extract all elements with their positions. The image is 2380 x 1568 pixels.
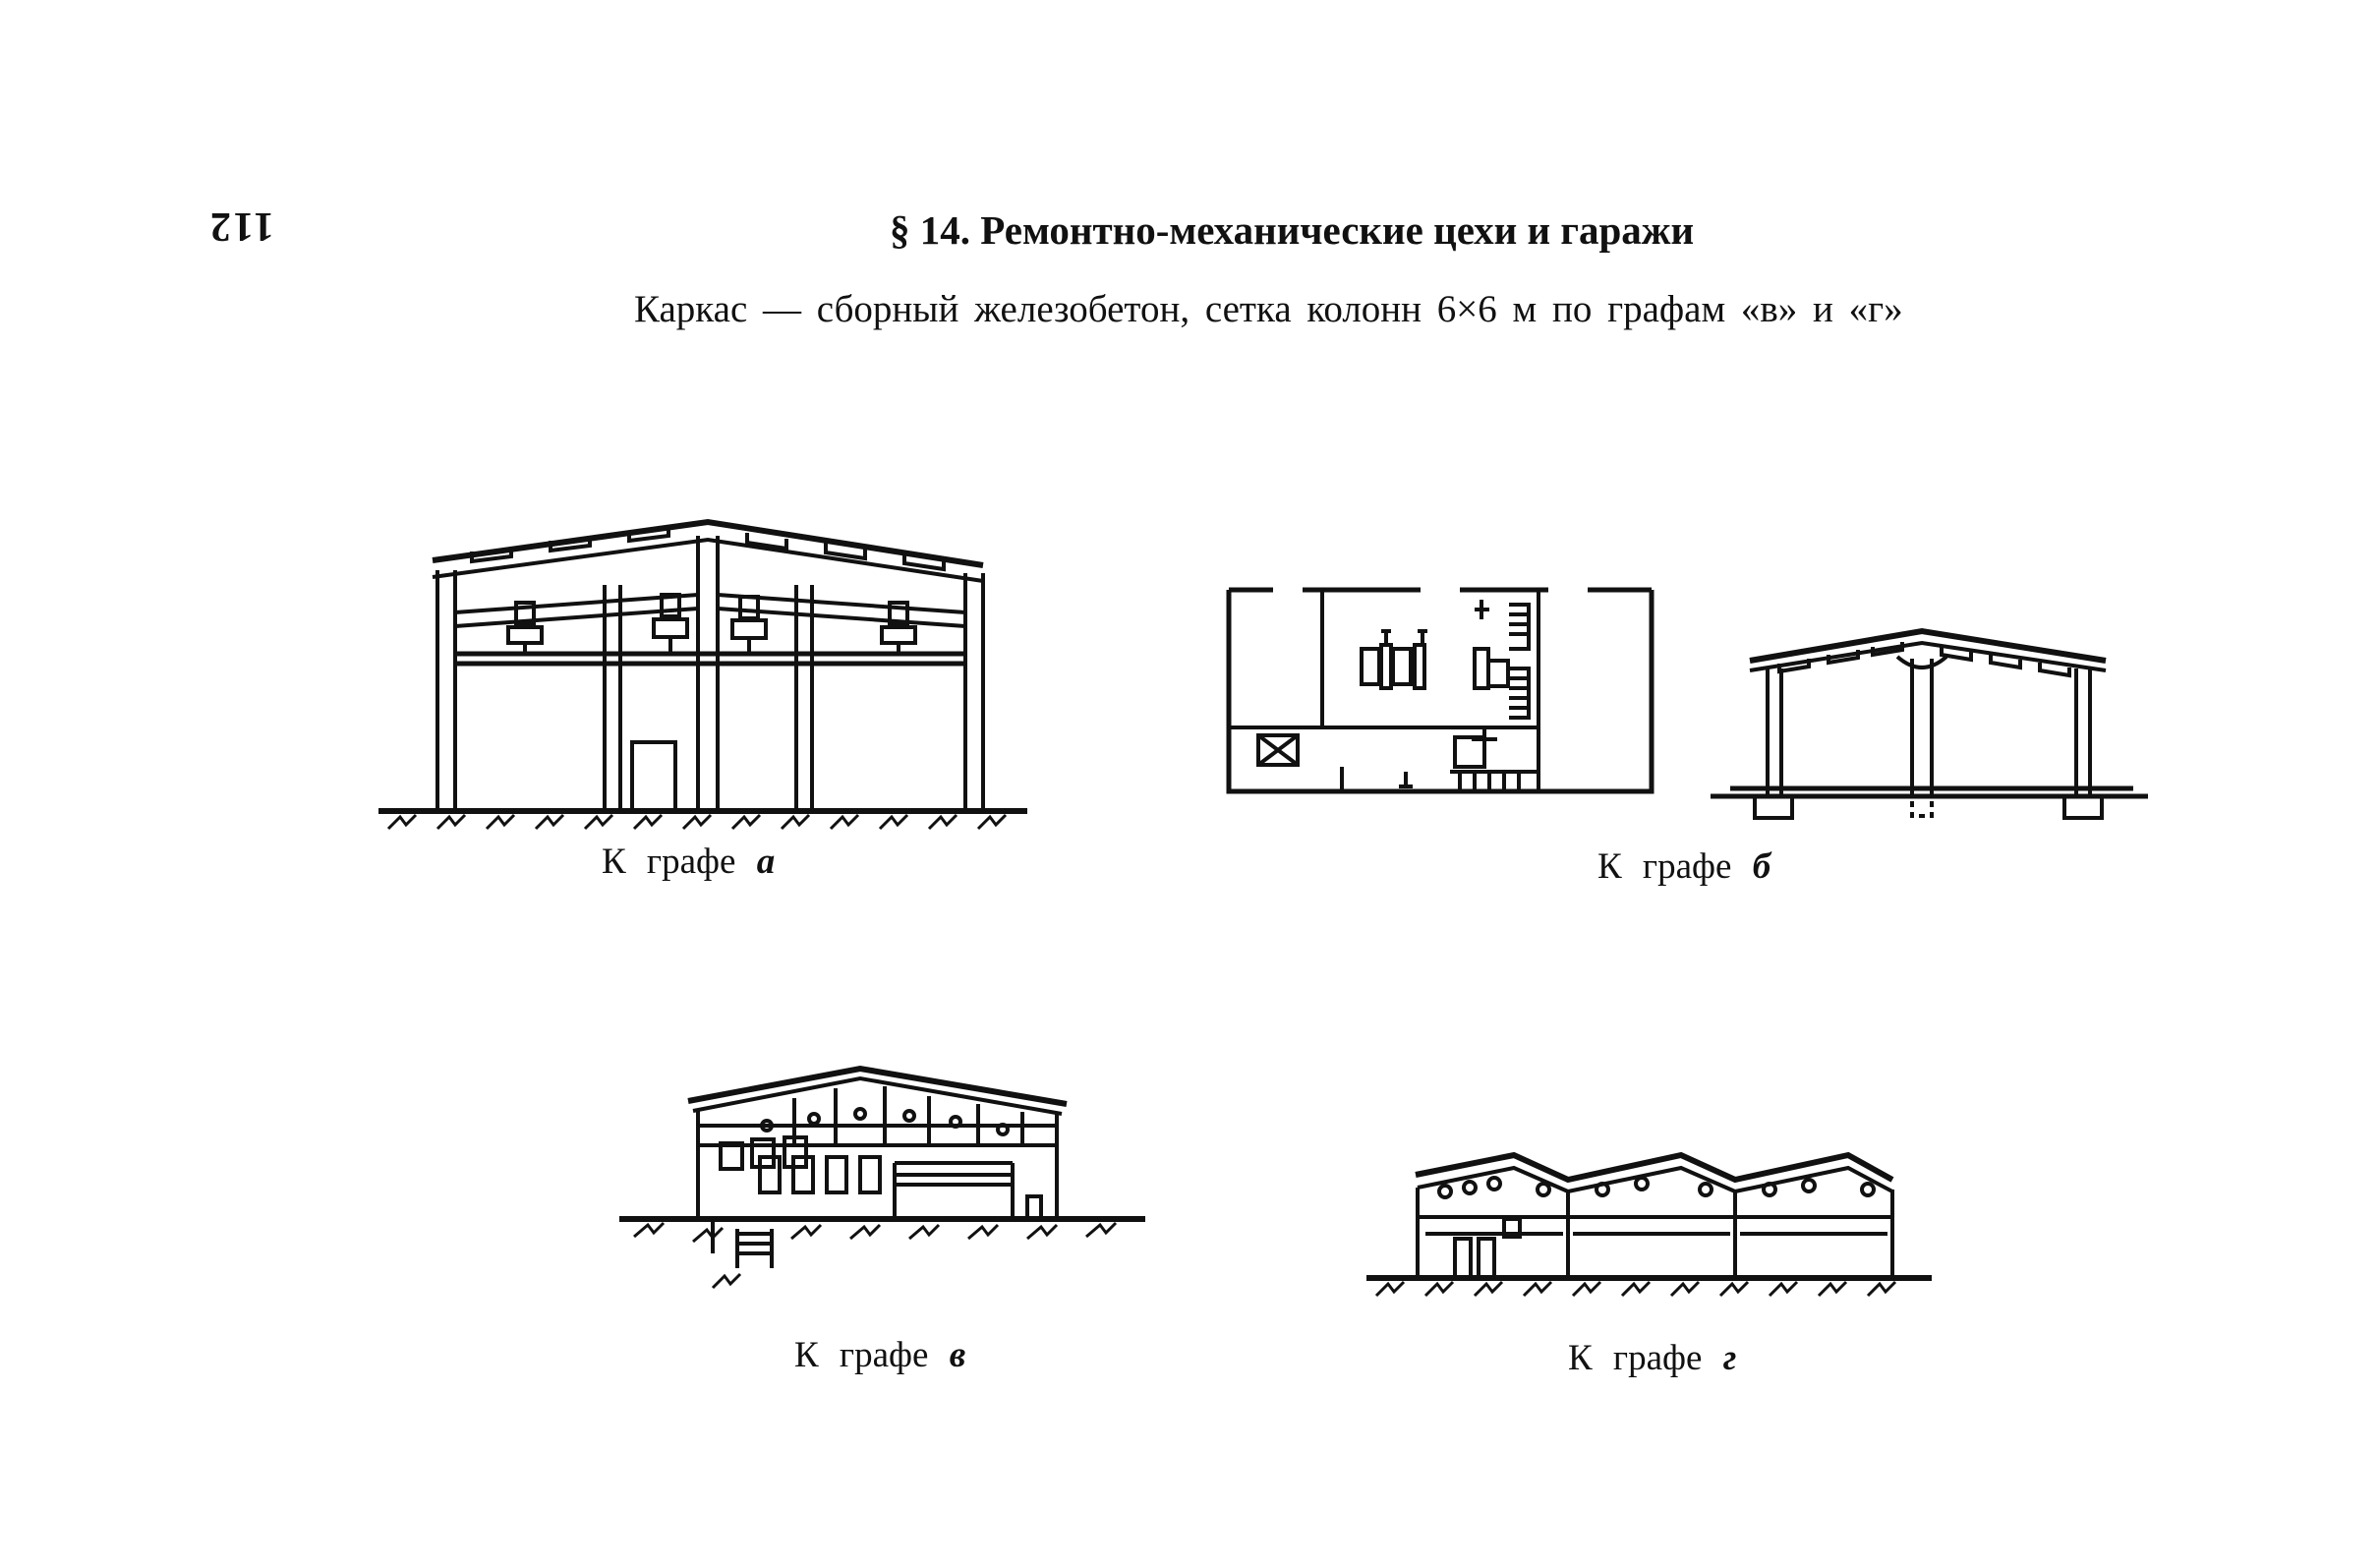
- figure-g-caption-prefix: К графе: [1568, 1338, 1703, 1378]
- page-number: 112: [208, 203, 274, 249]
- section-subtitle: Каркас — сборный железобетон, сетка коло…: [634, 288, 1903, 330]
- section-title: § 14. Ремонтно-механические цехи и гараж…: [890, 207, 1695, 253]
- figure-v-drawing: [614, 1057, 1150, 1303]
- figure-b-plan-drawing: [1224, 580, 1656, 801]
- figure-a-caption-letter: а: [756, 842, 776, 882]
- figure-b-caption-prefix: К графе: [1597, 846, 1732, 887]
- figure-v-caption: К графе в: [794, 1334, 965, 1376]
- figure-v-caption-prefix: К графе: [794, 1335, 929, 1375]
- figure-b-caption: К графе б: [1597, 845, 1770, 888]
- figure-b-section-drawing: [1701, 619, 2158, 826]
- figure-g-drawing: [1357, 1140, 1942, 1307]
- figure-v-caption-letter: в: [949, 1335, 966, 1375]
- figure-a-caption: К графе а: [602, 841, 775, 883]
- figure-g-caption-letter: г: [1722, 1338, 1737, 1378]
- figure-b-caption-letter: б: [1752, 846, 1771, 887]
- figure-g-caption: К графе г: [1568, 1337, 1736, 1379]
- figure-a-drawing: [378, 516, 1042, 836]
- figure-a-caption-prefix: К графе: [602, 842, 736, 882]
